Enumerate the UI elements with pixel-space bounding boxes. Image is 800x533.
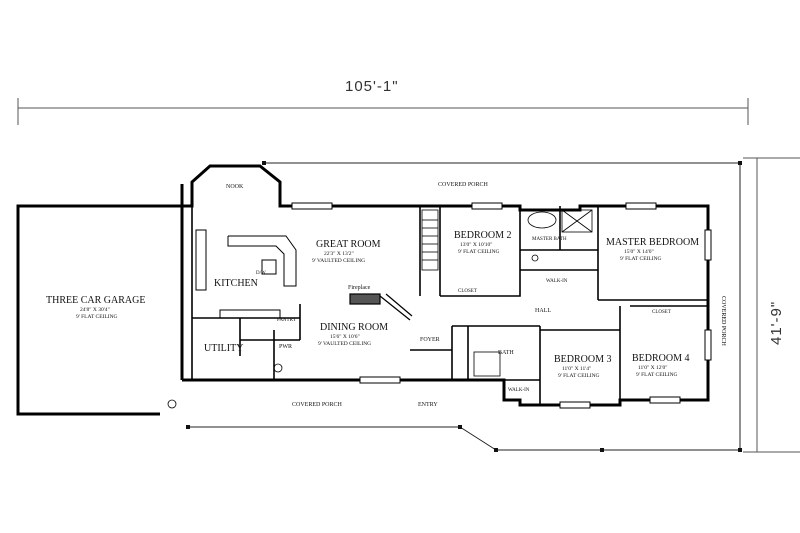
kitchen-counters [195,229,297,319]
bath-fixtures [167,209,593,409]
dining-room-ceiling: 9' VAULTED CEILING [318,341,372,347]
powder-room-name: PWR [279,344,293,350]
porch-outlines [186,162,741,451]
bedroom4-ceiling: 9' FLAT CEILING [636,372,678,378]
pantry-name: PANTRY [277,318,297,323]
covered-porch-bottom: COVERED PORCH [292,402,342,408]
entry-name: ENTRY [418,402,438,408]
master-bath-name: MASTER BATH [532,237,567,242]
master-bedroom-ceiling: 9' FLAT CEILING [620,256,662,262]
fireplace [349,293,413,321]
bedroom4-closet: CLOSET [652,310,671,315]
garage-size: 24'8" x 30'4" [80,307,110,313]
bedroom3-ceiling: 9' FLAT CEILING [558,373,600,379]
foyer-name: FOYER [420,337,440,343]
bath-name: BATH [498,350,514,356]
dining-room-size: 15'6" x 10'6" [330,334,360,340]
covered-porch-right: COVERED PORCH [720,296,726,346]
great-room-size: 22'3" x 13'2" [324,251,354,257]
bedroom2-closet: CLOSET [458,289,477,294]
great-room-name: GREAT ROOM [316,239,381,250]
master-bedroom-name: MASTER BEDROOM [606,237,700,248]
stairs [421,209,439,271]
nook-name: NOOK [226,184,244,190]
bedroom4-name: BEDROOM 4 [632,353,690,364]
master-bedroom-size: 15'0" x 14'0" [624,249,654,255]
dishwasher-label: D/W [256,271,266,276]
width-dimension: 105'-1" [345,78,399,95]
covered-porch-top: COVERED PORCH [438,182,488,188]
garage-name: THREE CAR GARAGE [46,295,146,306]
width-dimension-line [17,98,749,125]
dining-room-name: DINING ROOM [320,322,389,333]
hall-name: HALL [535,308,551,314]
windows [291,202,712,409]
bedroom3-walk-in: WALK-IN [508,388,530,393]
depth-dimension: 41'-9" [768,300,785,345]
garage-ceiling: 9' FLAT CEILING [76,314,118,320]
bedroom2-size: 13'0" x 10'10" [460,242,493,248]
porch-posts [186,161,742,452]
great-room-ceiling: 9' VAULTED CEILING [312,258,366,264]
bedroom2-ceiling: 9' FLAT CEILING [458,249,500,255]
bedroom3-size: 11'0" x 11'4" [562,366,592,372]
master-walk-in-name: WALK-IN [546,279,568,284]
utility-name: UTILITY [204,343,244,354]
bedroom3-name: BEDROOM 3 [554,354,612,365]
fireplace-label: Fireplace [348,285,371,291]
bedroom2-name: BEDROOM 2 [454,230,512,241]
depth-dimension-line [743,157,800,453]
bedroom4-size: 11'0" x 12'0" [638,365,668,371]
kitchen-name: KITCHEN [214,278,258,289]
